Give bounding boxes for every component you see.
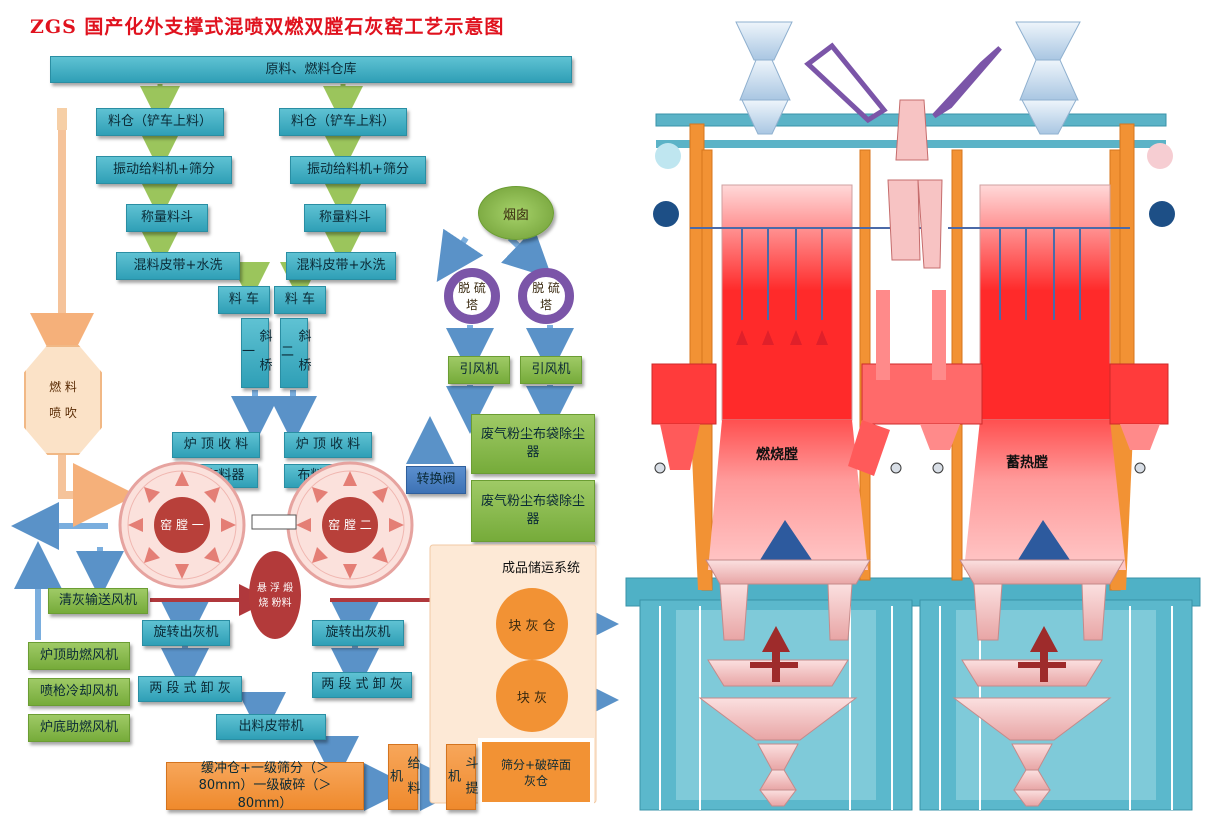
kiln-wheel-1 [118,461,246,589]
two-stage-unload-box-1: 两 段 式 卸 灰 [138,676,242,702]
two-stage-unload-box-2: 两 段 式 卸 灰 [312,672,412,698]
desulf-tower-2: 脱 硫 塔 [518,268,574,324]
bucket-elevator-box: 斗 提 机 [445,744,478,810]
rotary-ash-box-2: 旋转出灰机 [312,620,404,646]
induced-fan-box-1: 引风机 [448,356,510,384]
kiln-label-1: 窑 膛 一 [160,518,204,532]
feeder-box-2: 振动给料机+筛分 [290,156,426,184]
page-title: ZGS 国产化外支撑式混喷双燃双膛石灰窑工艺示意图 [30,16,505,38]
belt-box-2: 混料皮带+水洗 [286,252,396,280]
buffer-screen-box: 缓冲仓+一级筛分（＞80mm）一级破碎（＞80mm） [166,761,364,811]
feeder-vertical-box: 给 料 机 [387,744,420,810]
bin-box-2: 料仓（铲车上料） [279,108,407,136]
baghouse-box-1: 废气粉尘布袋除尘器 [471,414,595,474]
lump-bin-2: 块 灰 [516,690,548,706]
rotary-ash-box-1: 旋转出灰机 [142,620,230,646]
feeder-box-1: 振动给料机+筛分 [96,156,232,184]
baghouse-box-2: 废气粉尘布袋除尘器 [471,480,595,542]
incline-box-2: 斜 桥 二 [278,318,311,388]
storage-box: 原料、燃料仓库 [50,56,572,83]
fuel-blow-label: 燃 料 喷 吹 [49,379,77,420]
top-collect-box-1: 炉 顶 收 料 [172,432,260,458]
kiln-wheel-2 [286,461,414,589]
incline-box-1: 斜 桥 一 [239,318,272,388]
car-box-2: 料 车 [274,286,326,314]
regenerative-chamber-label: 蓄热膛 [1006,455,1048,471]
out-belt-box: 出料皮带机 [216,714,326,740]
gun-cooling-fan-box: 喷枪冷却风机 [28,678,130,706]
lump-bin-1: 块 灰 仓 [508,618,556,634]
switch-valve-box: 转换阀 [406,466,466,494]
car-box-1: 料 车 [218,286,270,314]
combustion-chamber-label: 燃烧膛 [756,447,798,463]
suspension-calcine-label: 悬 浮 煅 烧 粉料 [256,583,294,609]
product-system-label: 成品储运系统 [502,561,581,576]
top-combustion-fan-box: 炉顶助燃风机 [28,642,130,670]
hopper-box-2: 称量料斗 [304,204,386,232]
hopper-box-1: 称量料斗 [126,204,208,232]
ash-blower-box: 清灰输送风机 [48,588,148,614]
chimney-node: 烟囱 [478,186,554,240]
top-collect-box-2: 炉 顶 收 料 [284,432,372,458]
kiln-label-2: 窑 膛 二 [328,518,372,532]
bottom-combustion-fan-box: 炉底助燃风机 [28,714,130,742]
belt-box-1: 混料皮带+水洗 [116,252,240,280]
bin-box-1: 料仓（铲车上料） [96,108,224,136]
induced-fan-box-2: 引风机 [520,356,582,384]
fuel-blow-node: 燃 料 喷 吹 [24,345,102,455]
screen-crush-box: 筛分+破碎面灰仓 [500,757,572,788]
desulf-tower-1: 脱 硫 塔 [444,268,500,324]
